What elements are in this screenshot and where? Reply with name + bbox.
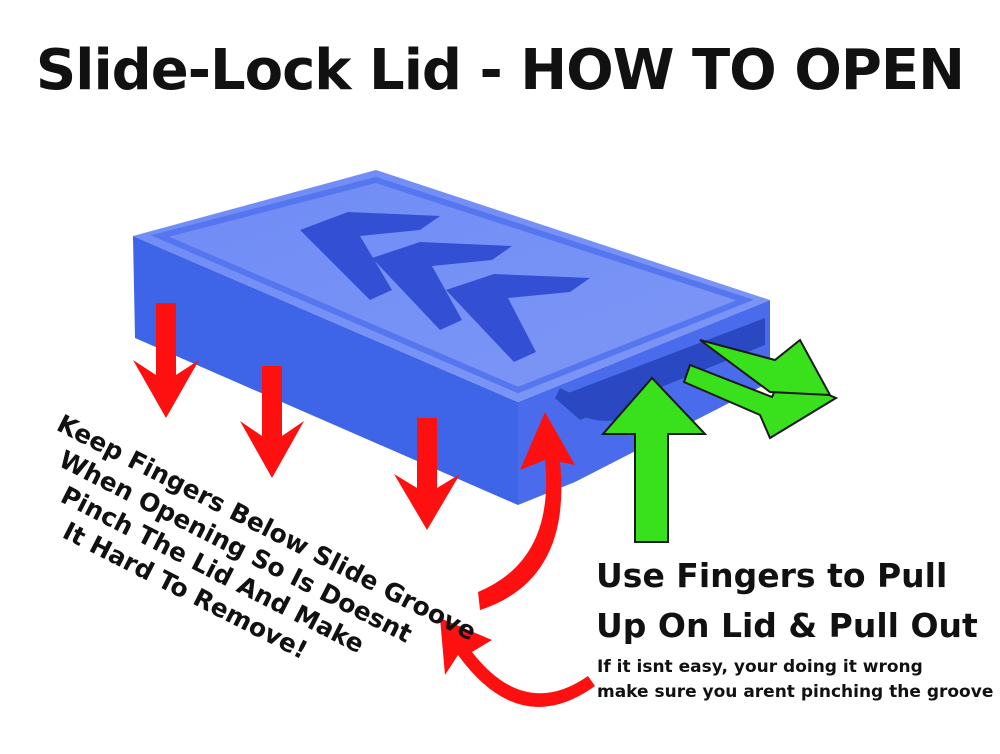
page-title: Slide-Lock Lid - HOW TO OPEN [35,38,965,103]
green-arrows [600,338,839,543]
arrow-down-icon [133,303,199,418]
note-line: make sure you arent pinching the groove [597,682,994,702]
chevron-icon-group [300,212,590,362]
arrow-right-icon [699,338,832,397]
lid-top-rim [150,176,754,394]
arrow-down-icon [394,418,460,530]
note-line: If it isnt easy, your doing it wrong [597,657,923,677]
curved-arrow-back-icon [440,618,595,707]
lid-top-face [133,170,770,402]
arrow-down-icon [240,366,304,478]
chevron-left-icon [300,212,440,300]
chevron-left-icon [372,242,512,330]
instruction-line: Up On Lid & Pull Out [596,606,978,645]
red-curved-arrows [440,412,595,707]
red-down-arrows [133,303,460,530]
curved-arrow-up-icon [478,412,575,610]
arrow-up-icon [600,376,708,543]
chevron-left-icon [446,274,590,362]
instruction-line: Use Fingers to Pull [596,556,948,595]
slide-lock-lid [133,170,770,505]
